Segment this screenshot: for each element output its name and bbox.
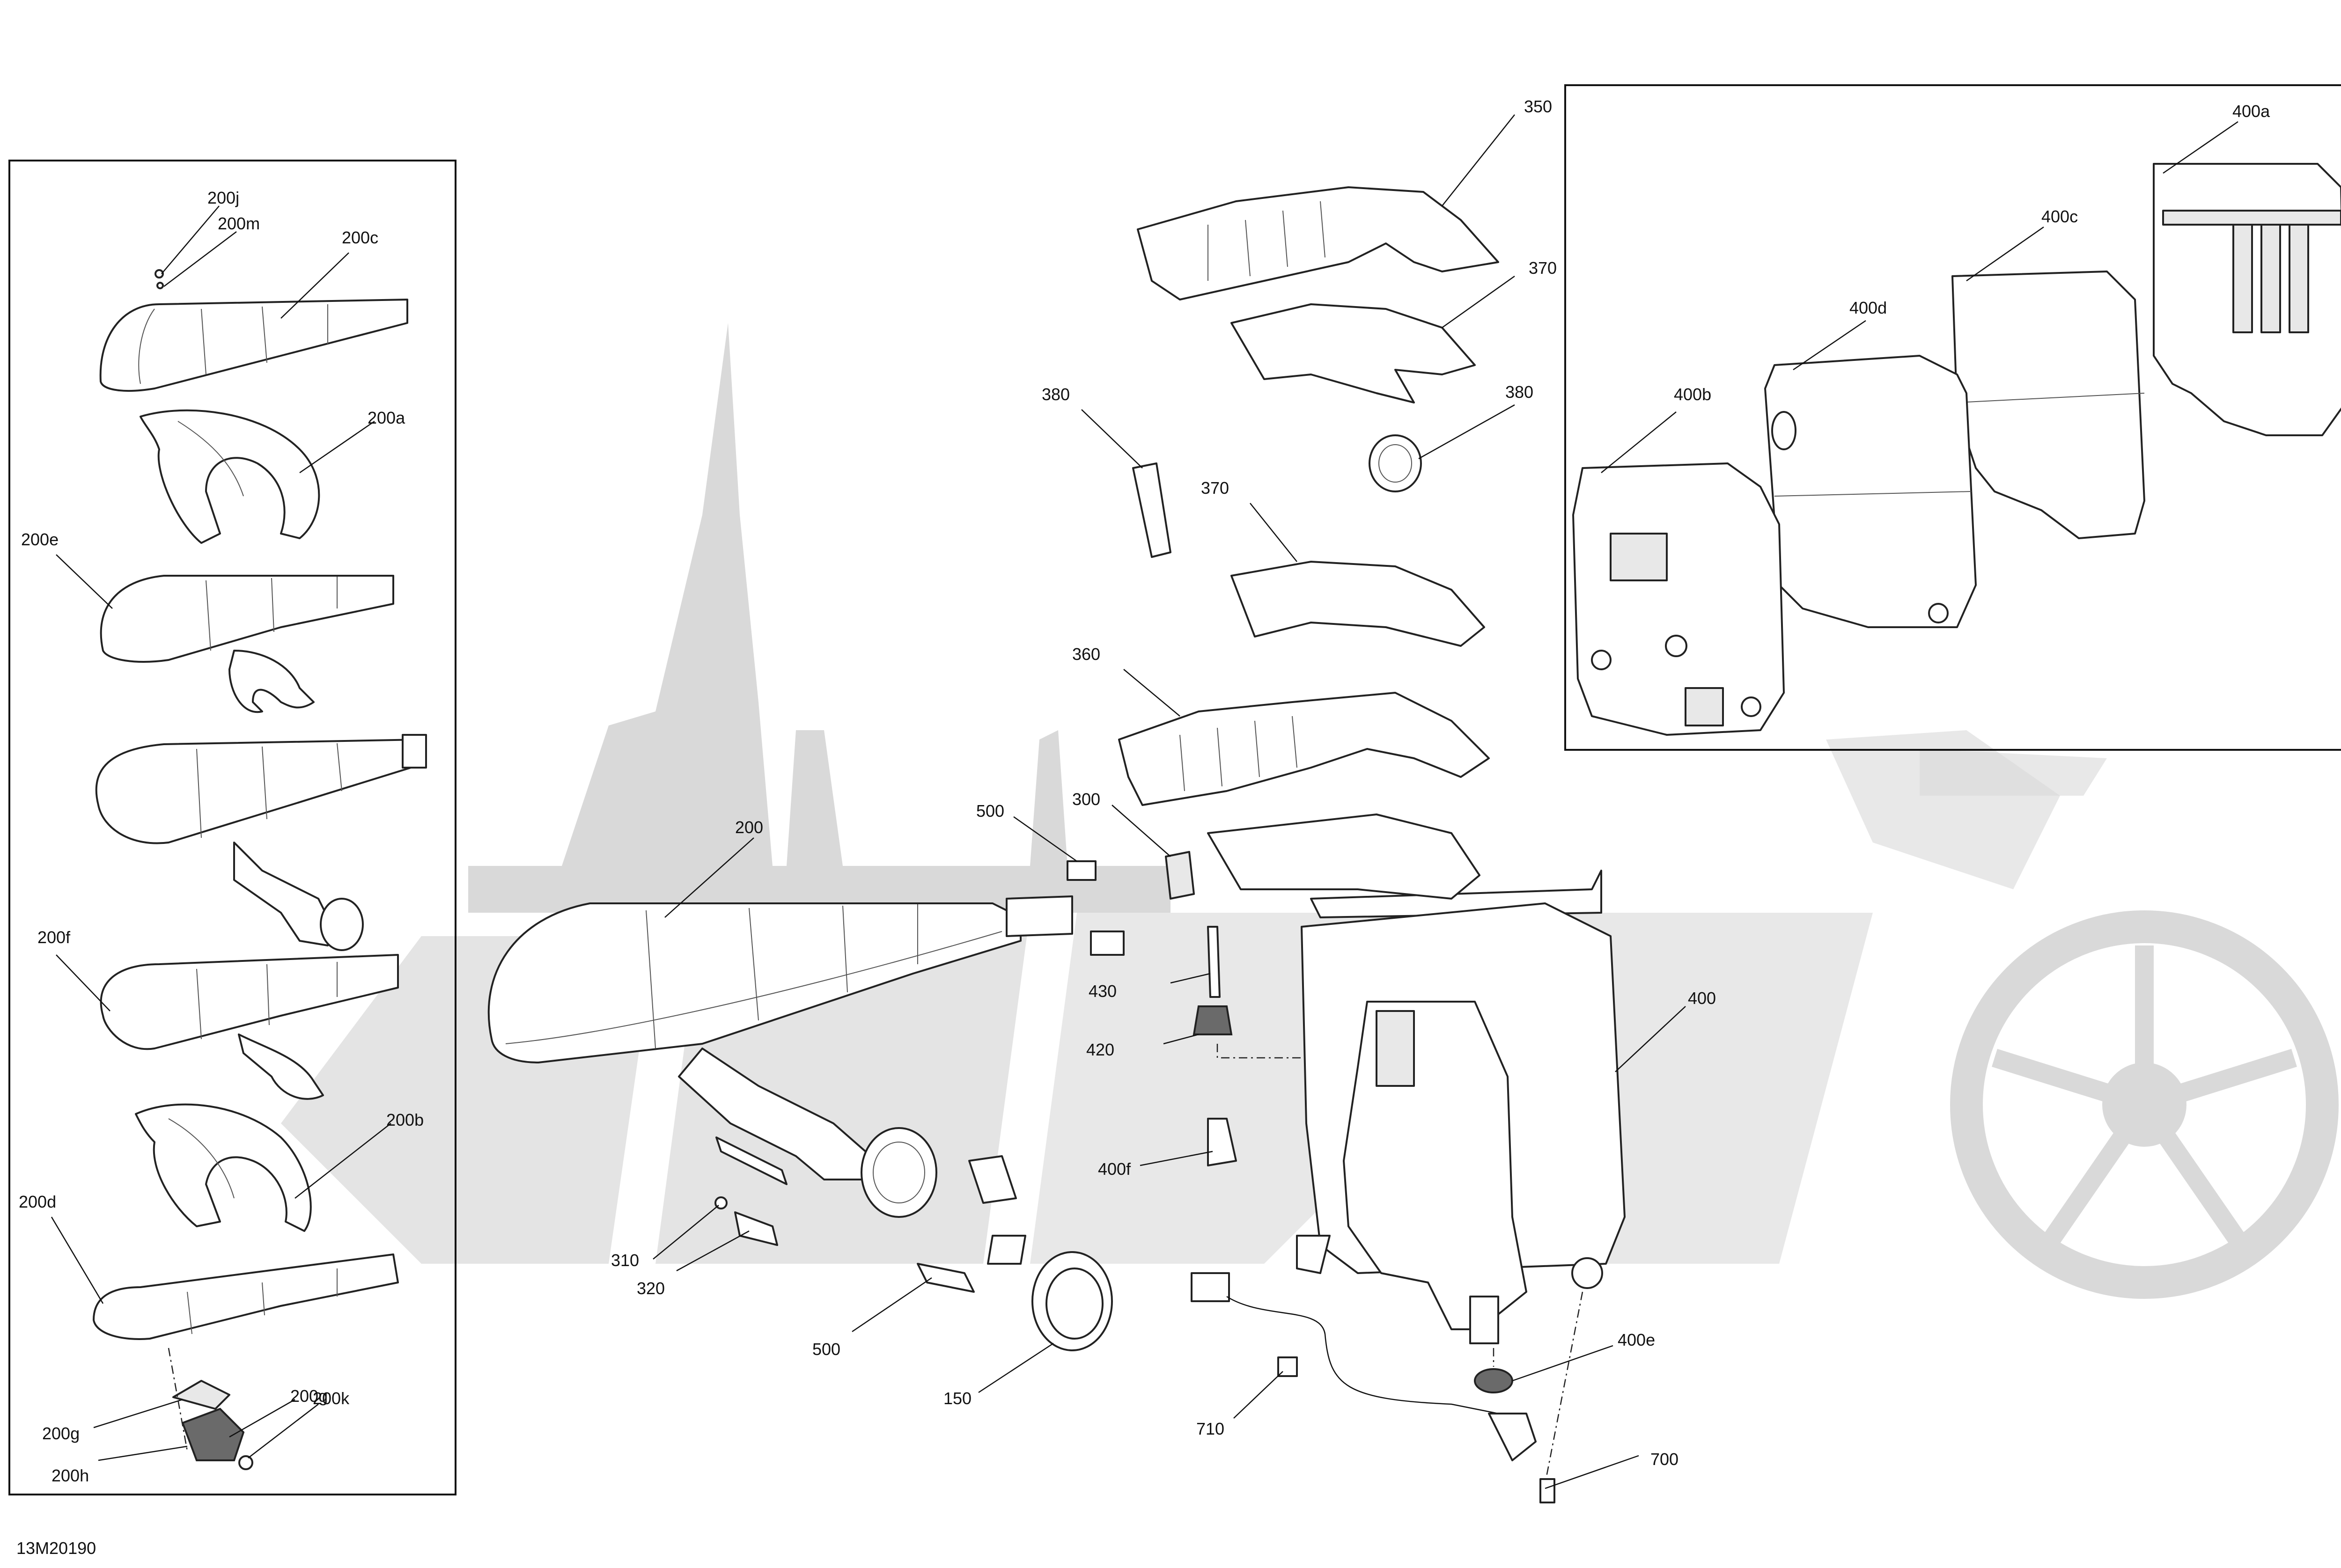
callout-400f: 400f [1098, 1159, 1131, 1179]
left-inset-frame [8, 160, 456, 1495]
callout-200g-left: 200g [42, 1424, 80, 1443]
callout-370-top: 370 [1529, 258, 1557, 278]
part-200c [99, 299, 408, 392]
part-200g-200h-200k [168, 1348, 253, 1470]
part-200d [93, 1253, 399, 1340]
callout-380-right: 380 [1505, 382, 1533, 402]
drawing-number: 13M20190 [16, 1539, 96, 1558]
callout-200c: 200c [342, 228, 378, 247]
callout-500-bottom: 500 [812, 1340, 840, 1359]
part-400c [1951, 271, 2145, 539]
callout-400d: 400d [1849, 298, 1887, 317]
callout-300: 300 [1072, 790, 1100, 809]
callout-150: 150 [943, 1389, 972, 1408]
part-310-320 [714, 1196, 778, 1246]
part-350 [1137, 186, 1499, 300]
callout-200m: 200m [218, 214, 260, 233]
part-200 [487, 895, 1073, 1218]
part-400d [1764, 355, 1977, 628]
part-300 [1165, 851, 1195, 900]
part-430-420-400f [1193, 926, 1400, 1166]
callout-370-mid: 370 [1201, 478, 1229, 498]
callout-200f: 200f [37, 928, 71, 947]
part-380-right [1369, 434, 1422, 492]
callout-400a: 400a [2232, 102, 2270, 121]
callout-710: 710 [1196, 1419, 1224, 1438]
callout-200: 200 [735, 818, 763, 837]
callout-400e: 400e [1618, 1330, 1655, 1349]
callout-310: 310 [611, 1251, 639, 1270]
part-700-710 [1191, 1272, 1555, 1503]
part-400a [2153, 163, 2341, 436]
part-400e [1474, 1291, 1583, 1484]
part-200j-200m [155, 269, 164, 289]
callout-200b: 200b [386, 1110, 424, 1129]
part-370-top [1230, 303, 1476, 403]
callout-400: 400 [1688, 989, 1716, 1008]
part-200f [100, 954, 399, 1100]
part-200-inset [95, 734, 427, 951]
callout-700: 700 [1650, 1450, 1678, 1469]
part-200a [140, 409, 320, 544]
callout-200h: 200h [52, 1466, 89, 1485]
part-200e [100, 575, 394, 713]
callout-200j: 200j [207, 188, 239, 207]
part-360 [1118, 692, 1490, 806]
callout-labels: 200j 200m 200c 200a 200e 200f 200b 200d … [19, 97, 2270, 1485]
callout-350: 350 [1524, 97, 1552, 116]
callout-200d: 200d [19, 1192, 56, 1211]
callout-380-left: 380 [1042, 385, 1070, 404]
callout-400b: 400b [1674, 385, 1711, 404]
callout-430: 430 [1089, 982, 1117, 1001]
callout-360: 360 [1072, 645, 1100, 664]
callout-420: 420 [1086, 1040, 1114, 1059]
callout-400c: 400c [2041, 207, 2078, 226]
callout-200a: 200a [368, 408, 405, 427]
right-inset-frame [1564, 84, 2341, 751]
callout-200e: 200e [21, 530, 59, 549]
part-200b [135, 1103, 312, 1232]
callout-320: 320 [637, 1279, 665, 1298]
part-500-springs [917, 860, 1125, 1293]
part-380-left [1132, 462, 1171, 558]
part-400b [1572, 462, 1785, 736]
callout-500-top: 500 [976, 801, 1004, 821]
callout-200k: 200k [313, 1389, 350, 1408]
callout-200g-top: 200g [290, 1386, 328, 1406]
part-400 [1207, 813, 1626, 1344]
leader-lines [51, 114, 2238, 1489]
part-370-mid [1230, 561, 1485, 647]
part-150 [1031, 1251, 1113, 1351]
